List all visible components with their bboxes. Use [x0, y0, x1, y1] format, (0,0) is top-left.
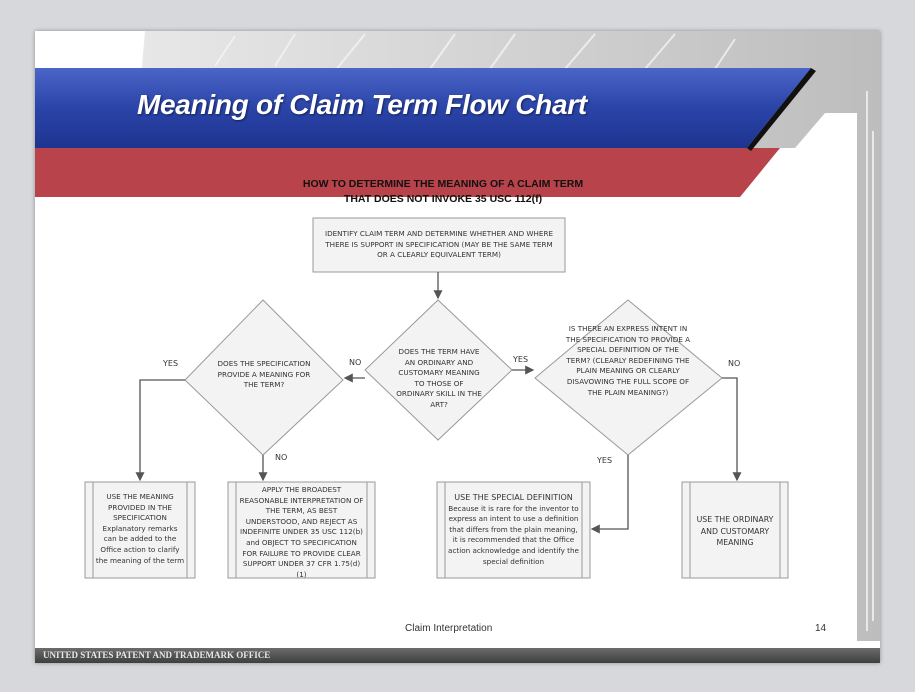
- footer-section-title: Claim Interpretation: [405, 623, 493, 634]
- slide: Meaning of Claim Term Flow Chart HOW TO …: [35, 31, 880, 663]
- flowchart-heading: HOW TO DETERMINE THE MEANING OF A CLAIM …: [230, 177, 656, 207]
- box3-title: USE THE SPECIAL DEFINITION: [454, 493, 573, 502]
- footer-organization: UNITED STATES PATENT AND TRADEMARK OFFIC…: [43, 650, 271, 660]
- result-box-3: [436, 481, 591, 579]
- label-center-no: NO: [349, 358, 362, 367]
- start-box: [312, 217, 566, 273]
- label-right-no: NO: [728, 359, 741, 368]
- heading-line-2: THAT DOES NOT INVOKE 35 USC 112(f): [343, 193, 543, 205]
- label-left-no: NO: [275, 453, 288, 462]
- heading-line-1: HOW TO DETERMINE THE MEANING OF A CLAIM …: [302, 178, 584, 190]
- result-box-2-text: APPLY THE BROADEST REASONABLE INTERPRETA…: [239, 485, 364, 579]
- label-left-yes: YES: [163, 359, 179, 368]
- result-box-4: [681, 481, 789, 579]
- label-center-yes: YES: [513, 355, 529, 364]
- header-red-stripe: [35, 148, 780, 197]
- start-box-text: IDENTIFY CLAIM TERM AND DETERMINE WHETHE…: [324, 229, 554, 260]
- result-box-1-text: USE THE MEANING PROVIDED IN THE SPECIFIC…: [95, 492, 185, 566]
- box1-note: Explanatory remarks can be added to the …: [95, 523, 185, 565]
- slide-decoration: [35, 31, 880, 641]
- page-number: 14: [815, 623, 827, 634]
- result-box-3-text: USE THE SPECIAL DEFINITION Because it is…: [447, 493, 580, 567]
- connectors: [135, 272, 742, 534]
- decision-left-text: DOES THE SPECIFICATION PROVIDE A MEANING…: [217, 359, 311, 390]
- label-right-yes: YES: [597, 456, 613, 465]
- result-box-2: [227, 481, 376, 579]
- decision-center-text: DOES THE TERM HAVE AN ORDINARY AND CUSTO…: [396, 347, 482, 409]
- decision-right-text: IS THERE AN EXPRESS INTENT IN THE SPECIF…: [565, 324, 691, 397]
- footer-bar: UNITED STATES PATENT AND TRADEMARK OFFIC…: [35, 648, 880, 663]
- box1-title: USE THE MEANING PROVIDED IN THE SPECIFIC…: [106, 492, 174, 523]
- slide-title: Meaning of Claim Term Flow Chart: [137, 89, 587, 120]
- result-box-4-text: USE THE ORDINARY AND CUSTOMARY MEANING: [696, 515, 774, 547]
- box3-note: Because it is rare for the inventor to e…: [448, 503, 579, 566]
- decision-center: [364, 299, 513, 441]
- result-box-1: [84, 481, 196, 579]
- header-band: [35, 68, 811, 148]
